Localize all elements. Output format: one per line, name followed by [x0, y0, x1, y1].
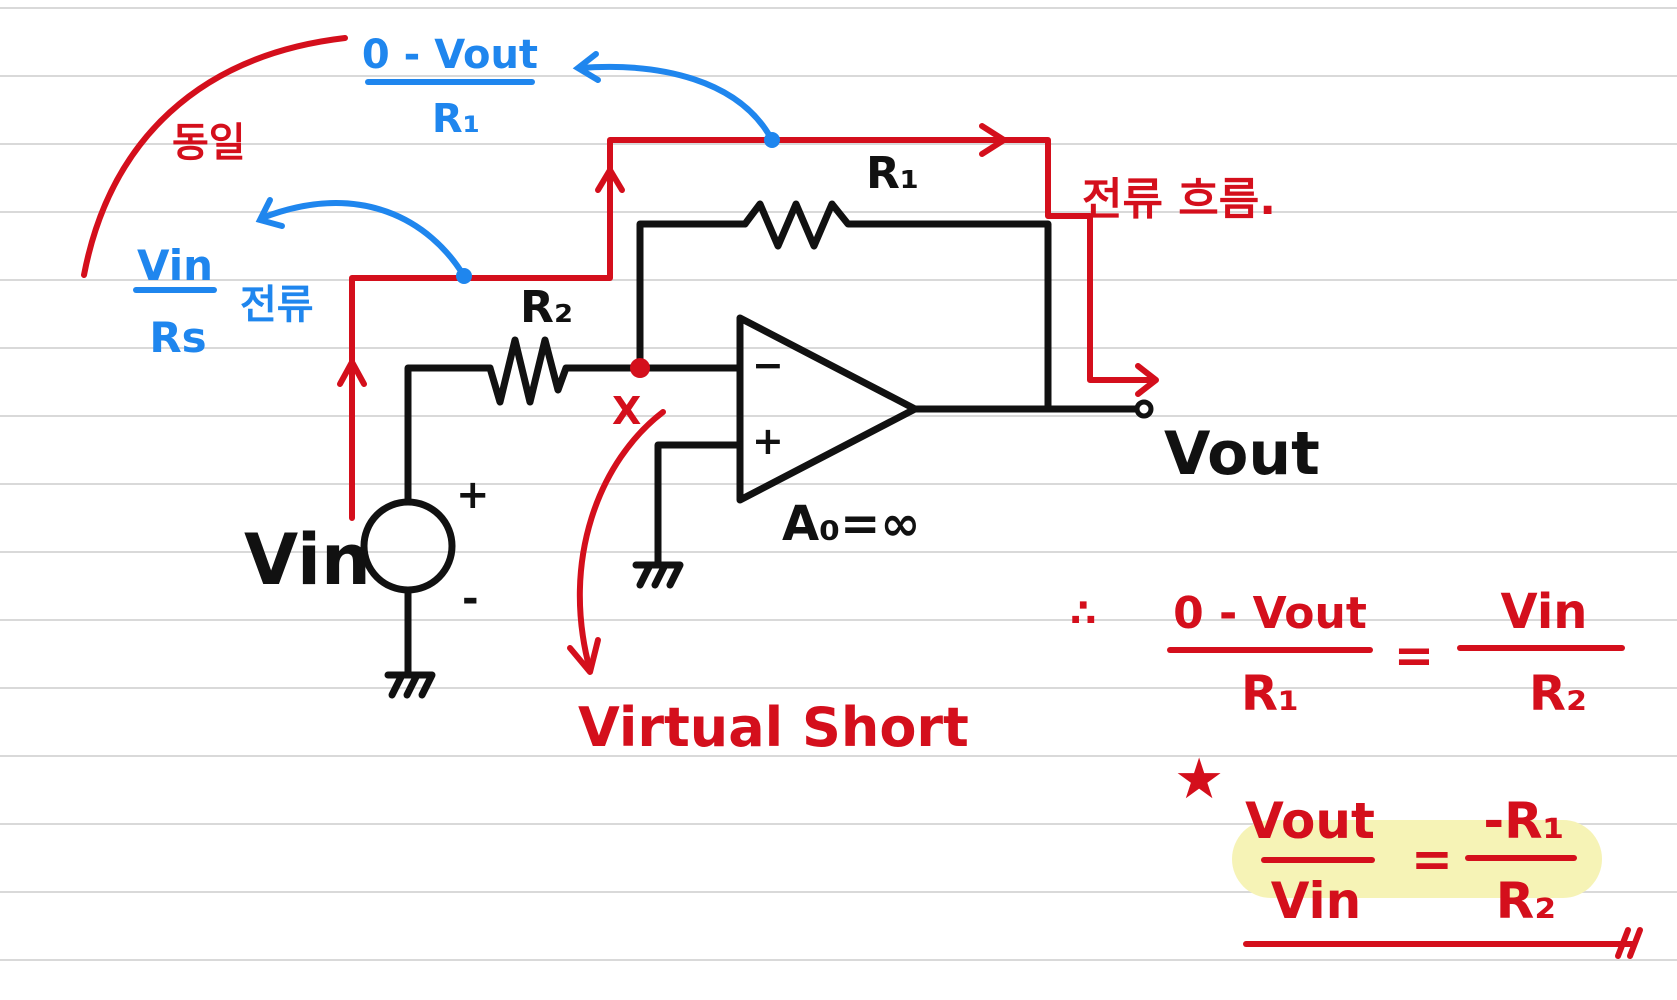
eq2-left-numerator: Vout [1245, 792, 1375, 850]
blue-dot-top [764, 132, 780, 148]
gain-label: A₀=∞ [782, 496, 920, 552]
r1-current-denominator: R₁ [432, 96, 480, 142]
result-highlight [1232, 820, 1602, 898]
vin-current-denominator: Rs [149, 313, 206, 362]
resistor-r2 [486, 336, 644, 406]
eq1-right-numerator: Vin [1501, 584, 1588, 640]
vin-wire [404, 364, 494, 506]
eq2-right-numerator: -R₁ [1483, 792, 1564, 850]
r2-label: R₂ [520, 282, 573, 333]
virtual-short-arrow [576, 409, 666, 673]
vout-label: Vout [1164, 419, 1320, 489]
source-plus-sign: + [456, 472, 490, 518]
feedback-wire-left [636, 220, 749, 372]
r1-current-numerator: 0 - Vout [362, 32, 538, 78]
same-label: 동일 [172, 120, 246, 166]
ground-opamp [632, 561, 684, 589]
star-mark: ★ [1174, 747, 1224, 812]
r1-label: R₁ [866, 148, 919, 199]
current-path [81, 35, 1643, 959]
op-amp [736, 314, 919, 504]
arrow-right-out [1135, 363, 1159, 397]
voltage-source [360, 498, 456, 594]
node-x-dot [630, 358, 650, 378]
ruled-lines [0, 7, 1677, 961]
ground-source [384, 671, 436, 699]
noninverting-input-wire [654, 441, 744, 569]
arrow-up-mid [595, 167, 625, 193]
inverting-input-sign: − [752, 343, 784, 387]
blue-dot-left [456, 268, 472, 284]
same-arc [81, 35, 348, 278]
eq1-right-denominator: R₂ [1529, 666, 1587, 722]
virtual-short-label: Virtual Short [578, 696, 969, 759]
eq1-left-denominator: R₁ [1241, 666, 1299, 722]
vout-terminal [1134, 399, 1154, 419]
eq1-left-numerator: 0 - Vout [1173, 588, 1367, 639]
equation-2: ★ Vout Vin = -R₁ R₂ [1174, 747, 1577, 930]
vin-current-numerator: Vin [137, 241, 213, 290]
eq2-right-denominator: R₂ [1496, 872, 1556, 930]
node-x-label: X [612, 389, 641, 433]
eq2-left-denominator: Vin [1271, 872, 1362, 930]
current-flow-label: 전류 흐름. [1082, 174, 1276, 225]
vin-label: Vin [244, 519, 371, 601]
noninverting-input-sign: + [752, 419, 784, 463]
arrow-right-top [979, 123, 1007, 157]
eq1-equals: = [1394, 628, 1434, 684]
eq2-equals: = [1411, 830, 1453, 888]
therefore-symbol: ∴ [1070, 591, 1096, 635]
current-word-label: 전류 [240, 282, 314, 328]
arrow-up-left [337, 359, 367, 387]
end-mark [1615, 927, 1643, 959]
circuit [360, 200, 1142, 699]
resistor-r1 [741, 200, 1052, 412]
blue-annotations [133, 51, 775, 293]
source-minus-sign: - [462, 576, 479, 622]
equation-1: ∴ 0 - Vout R₁ = Vin R₂ [1070, 584, 1625, 722]
